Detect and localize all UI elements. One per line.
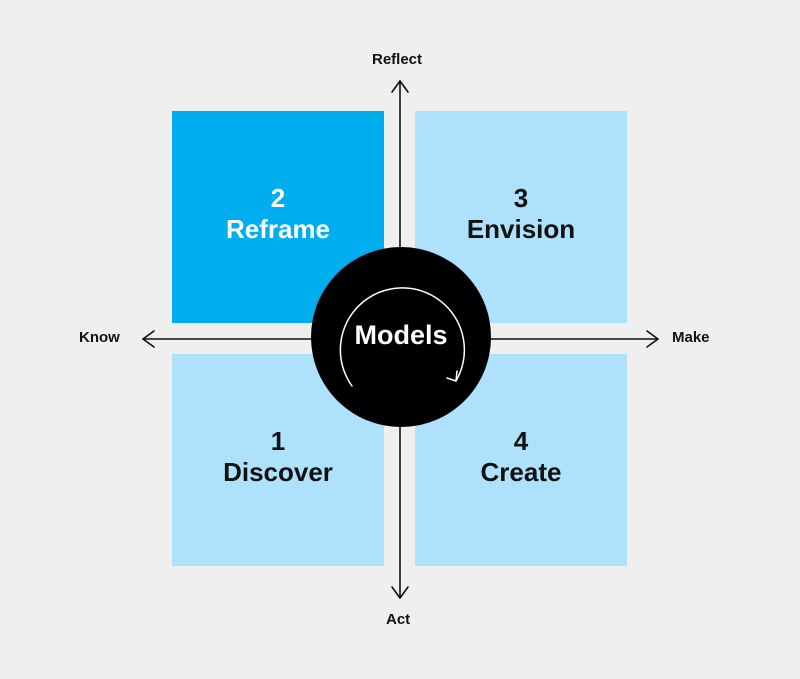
quadrant-envision-label: Envision bbox=[466, 214, 576, 244]
quadrant-discover-number: 1 bbox=[270, 426, 286, 456]
axis-label-act: Act bbox=[386, 611, 411, 628]
quadrant-reframe-label: Reframe bbox=[225, 214, 331, 244]
axis-label-know: Know bbox=[79, 329, 120, 346]
axis-label-make: Make bbox=[672, 329, 710, 346]
center-circle: Models bbox=[311, 247, 491, 427]
quadrant-create-text: 4 Create bbox=[415, 426, 627, 488]
arrow-up-icon bbox=[391, 80, 409, 93]
quadrant-reframe-number: 2 bbox=[270, 183, 286, 213]
arrow-down-icon bbox=[391, 586, 409, 599]
arrow-right-icon bbox=[646, 330, 659, 348]
quadrant-create-label: Create bbox=[480, 457, 562, 487]
cycle-arrow-icon bbox=[339, 287, 466, 387]
quadrant-envision-number: 3 bbox=[513, 183, 529, 213]
center-label: Models bbox=[354, 320, 448, 350]
quadrant-create-number: 4 bbox=[513, 426, 529, 456]
quadrant-envision-text: 3 Envision bbox=[415, 183, 627, 245]
arrow-left-icon bbox=[142, 330, 155, 348]
axis-label-reflect: Reflect bbox=[372, 51, 423, 68]
quadrant-discover-label: Discover bbox=[223, 457, 333, 487]
quadrant-reframe-text: 2 Reframe bbox=[172, 183, 384, 245]
quadrant-discover-text: 1 Discover bbox=[172, 426, 384, 488]
quadrant-reframe: 2 Reframe bbox=[172, 111, 384, 323]
